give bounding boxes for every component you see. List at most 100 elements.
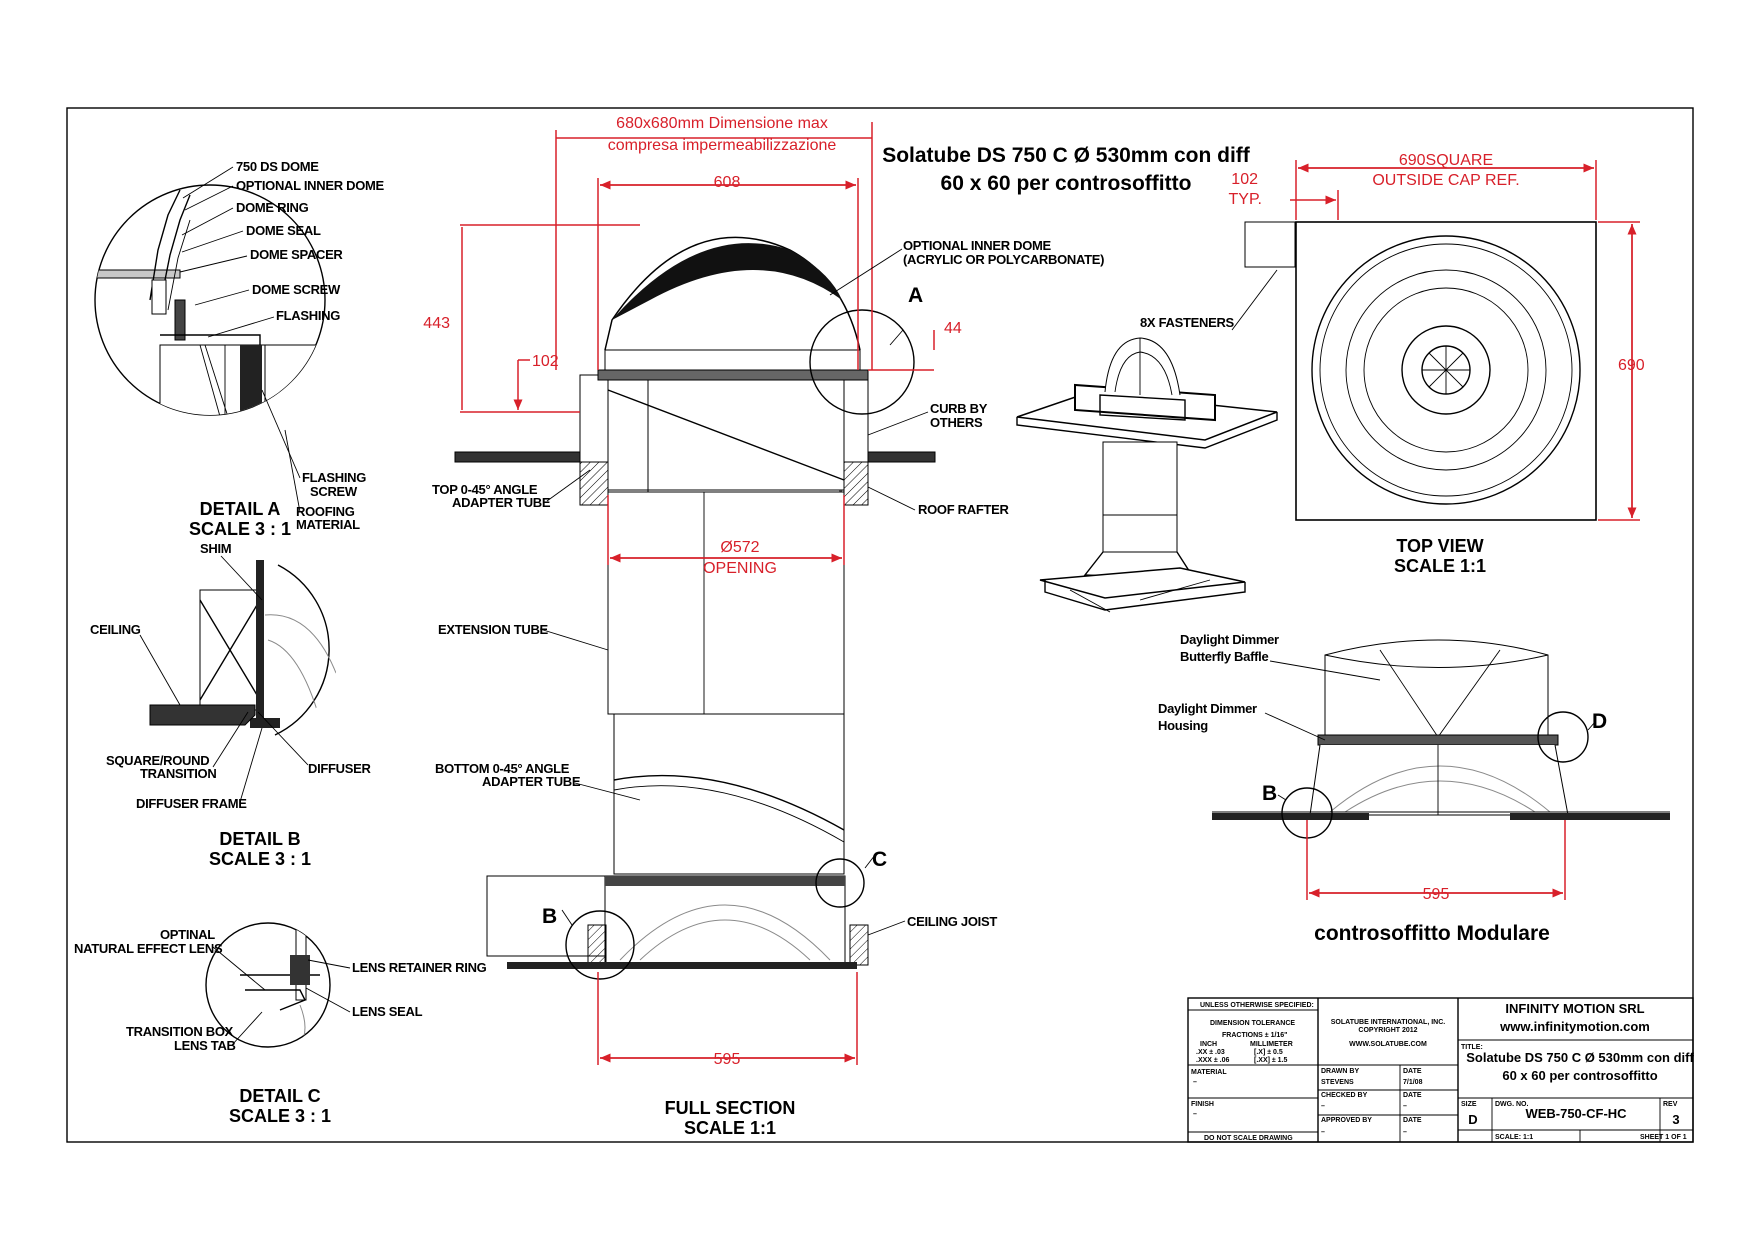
- curb-2: OTHERS: [930, 415, 983, 430]
- tb-mm: MILLIMETER: [1250, 1041, 1293, 1048]
- modular-dim-595: 595: [1423, 886, 1450, 903]
- modular-letter-d: D: [1592, 710, 1607, 733]
- tb-finish-value: –: [1193, 1111, 1197, 1118]
- top-adapter-1: TOP 0-45° ANGLE: [432, 482, 538, 497]
- inner-dome-1: OPTIONAL INNER DOME: [903, 238, 1052, 253]
- tb-drawn-name: STEVENS: [1321, 1079, 1354, 1086]
- tb-dwg-label: DWG. NO.: [1495, 1101, 1528, 1108]
- tb-material: MATERIAL: [1191, 1069, 1227, 1076]
- tb-material-value: –: [1193, 1079, 1197, 1086]
- detail-c-caption-2: SCALE 3 : 1: [229, 1106, 331, 1126]
- detail-c-optinal-2: NATURAL EFFECT LENS: [74, 941, 223, 956]
- full-section-letter-b: B: [542, 905, 557, 928]
- tb-company: INFINITY MOTION SRL: [1505, 1001, 1644, 1016]
- tb-date-label-2: DATE: [1403, 1092, 1422, 1099]
- detail-a: 750 DS DOME OPTIONAL INNER DOME DOME RIN…: [94, 159, 385, 539]
- modular-view: B D Daylight Dimmer Butterfly Baffle Day…: [1158, 632, 1670, 945]
- tb-date-label-3: DATE: [1403, 1117, 1422, 1124]
- detail-a-label-dome-ring: DOME RING: [236, 200, 309, 215]
- tb-rev-label: REV: [1663, 1101, 1678, 1108]
- top-view-caption-1: TOP VIEW: [1396, 536, 1483, 556]
- detail-b-diffuser-frame: DIFFUSER FRAME: [136, 796, 247, 811]
- bottom-adapter-1: BOTTOM 0-45° ANGLE: [435, 761, 570, 776]
- detail-a-label-dome-seal: DOME SEAL: [246, 223, 321, 238]
- dim-690-top-1: 690SQUARE: [1399, 152, 1493, 169]
- tb-title-label: TITLE:: [1461, 1044, 1483, 1051]
- tb-company-intl-2: COPYRIGHT 2012: [1358, 1027, 1417, 1034]
- detail-c-lens-retainer: LENS RETAINER RING: [352, 960, 487, 975]
- detail-b-ceiling: CEILING: [90, 622, 141, 637]
- dim-44: 44: [944, 320, 962, 337]
- tb-checked-by: CHECKED BY: [1321, 1092, 1368, 1099]
- detail-b-caption-1: DETAIL B: [219, 829, 300, 849]
- drawing-title-1: Solatube DS 750 C Ø 530mm con diff: [882, 144, 1251, 167]
- tb-tol-x2: .XXX ± .06: [1196, 1057, 1230, 1064]
- detail-c-transition-2: LENS TAB: [174, 1038, 236, 1053]
- tb-no-scale: DO NOT SCALE DRAWING: [1204, 1135, 1293, 1142]
- dim-690-side: 690: [1618, 357, 1645, 374]
- top-view: 690SQUARE OUTSIDE CAP REF. 102 TYP. 690 …: [1229, 152, 1645, 576]
- tb-tol-x1: .XX ± .03: [1196, 1049, 1225, 1056]
- dim-680-1: 680x680mm Dimensione max: [616, 115, 828, 132]
- curb-1: CURB BY: [930, 401, 988, 416]
- detail-c-transition-1: TRANSITION BOX: [126, 1024, 234, 1039]
- dim-595: 595: [714, 1051, 741, 1068]
- title-block: UNLESS OTHERWISE SPECIFIED: DIMENSION TO…: [1187, 997, 1694, 1143]
- extension-tube: EXTENSION TUBE: [438, 622, 549, 637]
- tb-scale: SCALE: 1:1: [1495, 1134, 1533, 1141]
- tb-tol-m1: [.X] ± 0.5: [1254, 1049, 1283, 1056]
- sheet-border: [66, 107, 1694, 1143]
- tb-tol-m2: [.XX] ± 1.5: [1254, 1057, 1288, 1064]
- detail-b: SHIM CEILING SQUARE/ROUND TRANSITION DIF…: [90, 541, 372, 869]
- tb-rev: 3: [1672, 1112, 1679, 1127]
- tb-inch: INCH: [1200, 1041, 1217, 1048]
- detail-a-label-dome-screw: DOME SCREW: [252, 282, 341, 297]
- full-section-letter-a: A: [908, 284, 923, 307]
- dim-690-top-2: OUTSIDE CAP REF.: [1372, 172, 1519, 189]
- dim-680-2: compresa impermeabilizzazione: [608, 137, 837, 154]
- housing-2: Housing: [1158, 718, 1208, 733]
- detail-c-optinal-1: OPTINAL: [160, 927, 215, 942]
- dim-102-top-1: 102: [1231, 171, 1258, 188]
- dim-572-2: OPENING: [703, 560, 777, 577]
- tb-date-value-3: –: [1403, 1129, 1407, 1136]
- detail-c: OPTINAL NATURAL EFFECT LENS LENS RETAINE…: [74, 922, 487, 1126]
- detail-b-diffuser: DIFFUSER: [308, 761, 372, 776]
- bottom-adapter-2: ADAPTER TUBE: [482, 774, 581, 789]
- tb-size: D: [1468, 1112, 1477, 1127]
- dim-102: 102: [532, 353, 559, 370]
- tb-checked-value: –: [1321, 1103, 1325, 1110]
- full-section: A C B 680x680mm Dimensione max compresa …: [423, 115, 1104, 1138]
- dim-102-top-2: TYP.: [1229, 191, 1263, 208]
- dim-443: 443: [423, 315, 450, 332]
- tb-date-value-2: –: [1403, 1103, 1407, 1110]
- detail-a-roofing-1: ROOFING: [296, 504, 355, 519]
- full-section-caption-2: SCALE 1:1: [684, 1118, 776, 1138]
- detail-a-label-dome: 750 DS DOME: [236, 159, 319, 174]
- tb-fractions: FRACTIONS ± 1/16": [1222, 1032, 1288, 1039]
- detail-b-square-2: TRANSITION: [140, 766, 216, 781]
- tb-tolerance: DIMENSION TOLERANCE: [1210, 1020, 1295, 1027]
- detail-a-label-dome-spacer: DOME SPACER: [250, 247, 343, 262]
- detail-b-caption-2: SCALE 3 : 1: [209, 849, 311, 869]
- tb-title-2: 60 x 60 per controsoffitto: [1502, 1068, 1657, 1083]
- tb-date-label: DATE: [1403, 1068, 1422, 1075]
- detail-b-shim: SHIM: [200, 541, 231, 556]
- tb-company-intl-1: SOLATUBE INTERNATIONAL, INC.: [1331, 1019, 1446, 1026]
- detail-b-square-1: SQUARE/ROUND: [106, 753, 209, 768]
- detail-a-label-flashing: FLASHING: [276, 308, 340, 323]
- drawing-title-2: 60 x 60 per controsoffitto: [941, 172, 1192, 195]
- tb-website: www.infinitymotion.com: [1499, 1019, 1650, 1034]
- tb-title-1: Solatube DS 750 C Ø 530mm con diff: [1466, 1050, 1694, 1065]
- tb-dwg-no: WEB-750-CF-HC: [1525, 1106, 1627, 1121]
- full-section-letter-c: C: [872, 848, 887, 871]
- iso-fasteners: 8X FASTENERS: [1140, 315, 1235, 330]
- tb-size-label: SIZE: [1461, 1101, 1477, 1108]
- detail-a-caption-1: DETAIL A: [200, 499, 281, 519]
- tb-sheet: SHEET 1 OF 1: [1640, 1134, 1687, 1141]
- detail-c-lens-seal: LENS SEAL: [352, 1004, 423, 1019]
- top-adapter-2: ADAPTER TUBE: [452, 495, 551, 510]
- full-section-caption-1: FULL SECTION: [665, 1098, 796, 1118]
- ceiling-joist: CEILING JOIST: [907, 914, 997, 929]
